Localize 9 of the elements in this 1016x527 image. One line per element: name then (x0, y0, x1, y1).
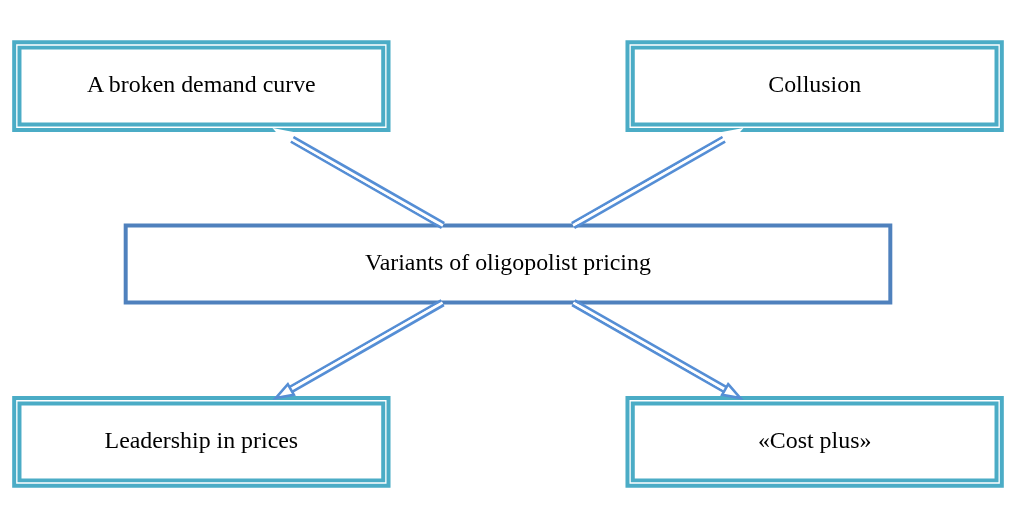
arrow (571, 127, 744, 229)
node-box: Collusion (625, 39, 1004, 132)
arrow (272, 127, 445, 229)
node-box: Variants of oligopolist pricing (123, 223, 893, 304)
node-box: «Cost plus» (625, 395, 1004, 488)
arrow (571, 298, 744, 400)
arrow (272, 298, 445, 400)
node-box: A broken demand curve (12, 39, 391, 132)
node-box: Leadership in prices (12, 395, 391, 488)
